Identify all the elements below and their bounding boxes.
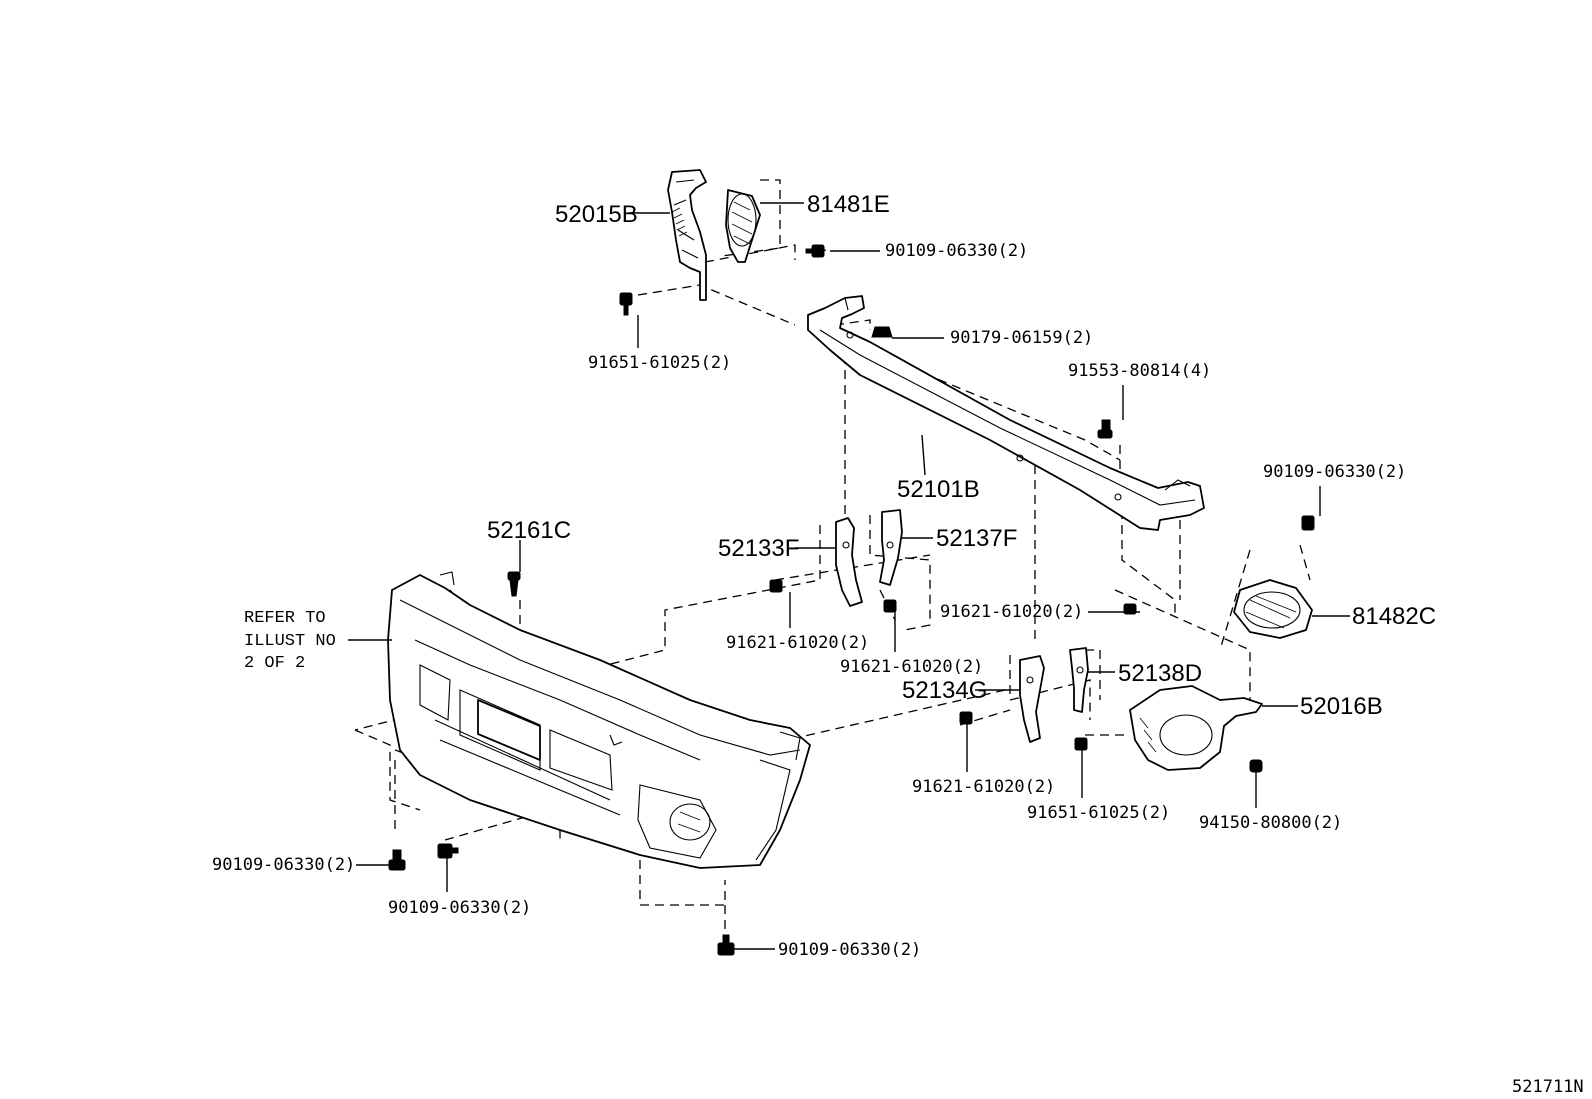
bolt-91651-low-icon: [1074, 737, 1088, 751]
bolt-91621-mid-icon: [883, 599, 897, 613]
nut-90179-icon: [871, 326, 893, 338]
label-90109-right: 90109-06330(2): [1263, 462, 1406, 482]
clip-94150-icon: [1249, 759, 1263, 773]
label-52134G: 52134G: [902, 677, 987, 704]
fog-cover-81482C-drawing: [1233, 579, 1313, 639]
refer-note-line-3: 2 OF 2: [244, 654, 305, 673]
callout-labels: 52015B 81481E 90109-06330(2) 91651-61025…: [212, 191, 1584, 1097]
label-52015B: 52015B: [555, 201, 638, 228]
label-52101B: 52101B: [897, 476, 980, 503]
bolt-90109-top-icon: [805, 244, 825, 258]
bolt-91621-low-icon: [959, 711, 973, 725]
bracket-52016B-drawing: [1129, 685, 1263, 771]
bracket-52015B-drawing: [667, 169, 707, 301]
clip-52161C-icon: [507, 571, 521, 597]
bolt-91651-top-icon: [619, 292, 633, 316]
reinforcement-52101B-drawing: [807, 295, 1205, 531]
label-52138D: 52138D: [1118, 660, 1202, 687]
label-90179: 90179-06159(2): [950, 328, 1093, 348]
bolt-91621-left-icon: [769, 579, 783, 593]
label-90109-top: 90109-06330(2): [885, 241, 1028, 261]
label-81482C: 81482C: [1352, 603, 1436, 630]
label-81481E: 81481E: [807, 191, 890, 218]
label-52137F: 52137F: [936, 525, 1017, 552]
label-91621-mid: 91621-61020(2): [840, 657, 983, 677]
label-52016B: 52016B: [1300, 693, 1383, 720]
front-bumper-drawing: [387, 571, 811, 869]
bolt-90109-bl-icon: [388, 849, 406, 871]
bracket-52134G-drawing: [1019, 655, 1045, 743]
label-94150: 94150-80800(2): [1199, 813, 1342, 833]
refer-note-line-1: REFER TO: [244, 609, 326, 628]
label-90109-bl: 90109-06330(2): [212, 855, 355, 875]
bracket-52137F-drawing: [879, 509, 903, 586]
bolt-90109-bottom-icon: [717, 934, 735, 956]
label-91651-top: 91651-61025(2): [588, 353, 731, 373]
label-91553: 91553-80814(4): [1068, 361, 1211, 381]
bolt-90109-bc-icon: [437, 843, 459, 859]
label-91621-left: 91621-61020(2): [726, 633, 869, 653]
bracket-52138D-drawing: [1069, 647, 1089, 713]
label-90109-bottom: 90109-06330(2): [778, 940, 921, 960]
leader-lines: [348, 202, 1350, 950]
label-52133F: 52133F: [718, 535, 799, 562]
label-91621-right: 91621-61020(2): [940, 602, 1083, 622]
bolt-90109-right-icon: [1301, 515, 1315, 531]
label-52161C: 52161C: [487, 517, 571, 544]
refer-note-line-2: ILLUST NO: [244, 632, 336, 651]
label-90109-bc: 90109-06330(2): [388, 898, 531, 918]
diagram-code: 521711N: [1512, 1077, 1584, 1097]
label-91651-low: 91651-61025(2): [1027, 803, 1170, 823]
bolt-91553-icon: [1097, 419, 1113, 439]
fog-cover-81481E-drawing: [725, 189, 761, 263]
bracket-52133F-drawing: [835, 517, 863, 607]
label-91621-low: 91621-61020(2): [912, 777, 1055, 797]
